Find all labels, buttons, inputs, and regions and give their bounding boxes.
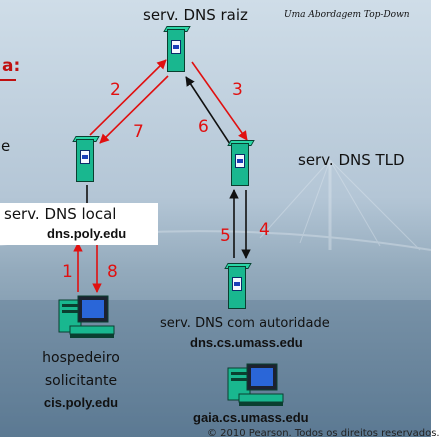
edge-fragment: e — [1, 137, 11, 155]
local-server-host: dns.poly.edu — [47, 226, 127, 241]
step-6: 6 — [198, 117, 209, 137]
arrow-step-6 — [185, 76, 231, 145]
tld-dns-server-icon — [227, 140, 255, 186]
requesting-host-label-1: hospedeiro — [42, 350, 120, 366]
auth-dns-server-icon — [224, 263, 252, 309]
auth-server-label: serv. DNS com autoridade — [160, 316, 330, 331]
requesting-host-address: cis.poly.edu — [43, 395, 119, 410]
local-server-label: serv. DNS local — [4, 205, 117, 223]
left-edge-fragment: a: — [2, 56, 21, 76]
requesting-host-computer-icon — [58, 295, 115, 338]
tld-server-label: serv. DNS TLD — [298, 151, 405, 169]
step-7: 7 — [133, 122, 144, 142]
step-1: 1 — [62, 262, 73, 282]
arrow-step-2 — [89, 59, 167, 136]
step-8: 8 — [107, 262, 118, 282]
auth-server-host: dns.cs.umass.edu — [190, 335, 303, 350]
root-dns-server-icon — [163, 26, 191, 72]
step-4: 4 — [259, 220, 270, 240]
target-host-computer-icon — [227, 363, 284, 406]
target-host-label: gaia.cs.umass.edu — [193, 410, 309, 425]
step-3: 3 — [232, 80, 243, 100]
local-dns-label-box: serv. DNS local dns.poly.edu — [0, 203, 158, 245]
step-5: 5 — [220, 226, 231, 246]
book-subtitle: Uma Abordagem Top-Down — [284, 10, 410, 20]
step-2: 2 — [110, 80, 121, 100]
copyright-notice: © 2010 Pearson. Todos os direitos reserv… — [207, 428, 440, 439]
requesting-host-label-2: solicitante — [44, 373, 118, 389]
arrow-step-3 — [191, 61, 248, 141]
root-server-label: serv. DNS raiz — [143, 6, 248, 24]
arrow-step-7 — [99, 75, 169, 144]
local-dns-server-icon — [72, 136, 100, 182]
